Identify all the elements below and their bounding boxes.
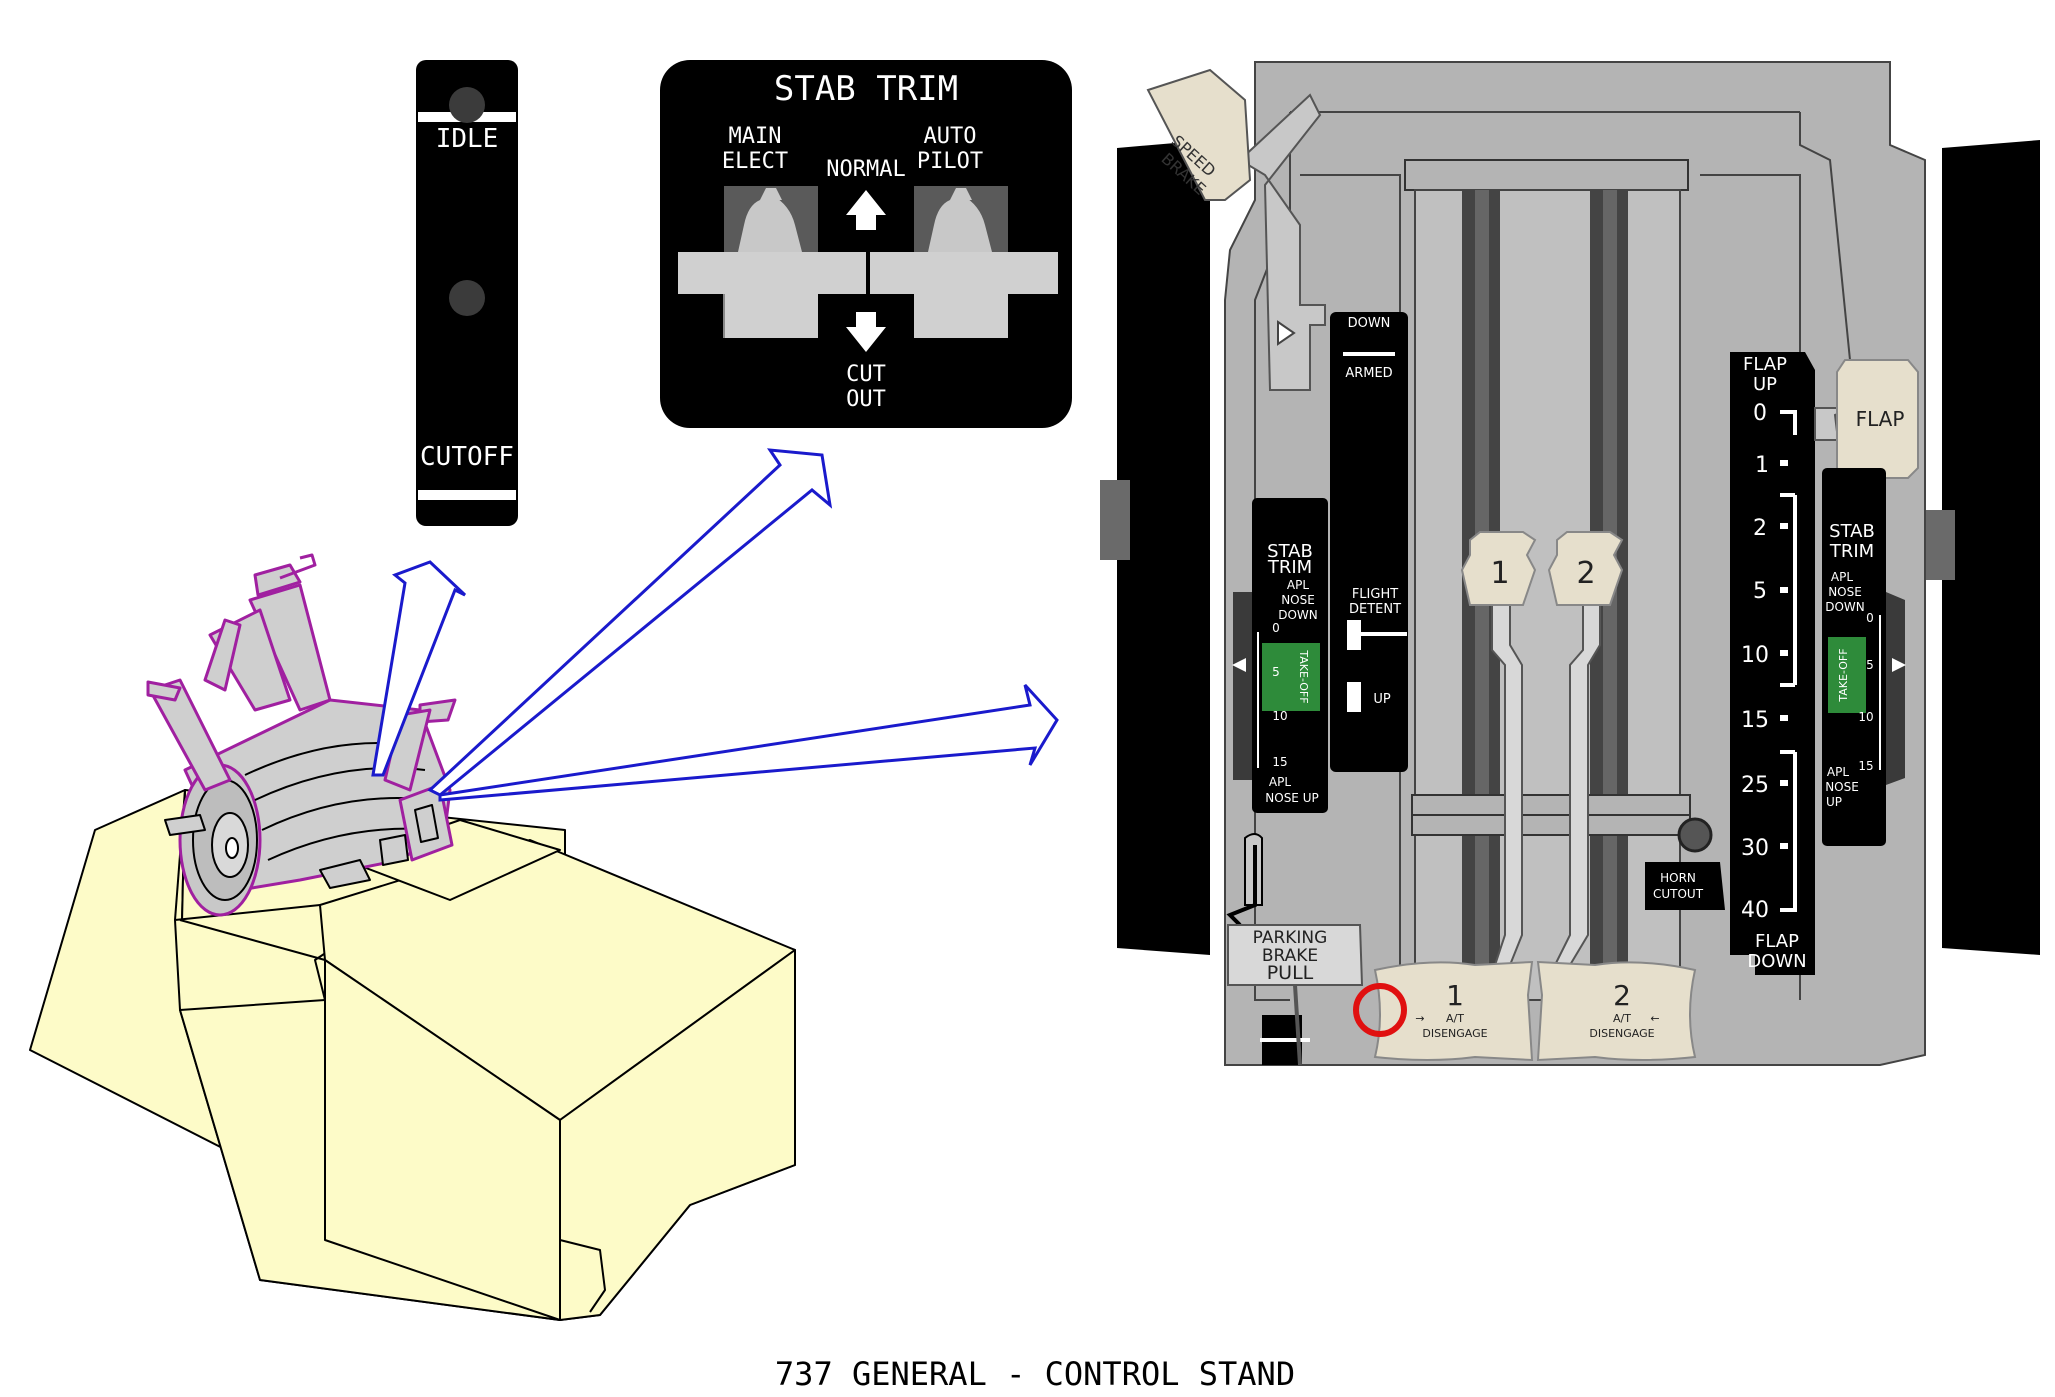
at-2-arrow: ← — [1650, 1012, 1659, 1025]
st-left-nd-3: DOWN — [1278, 608, 1318, 622]
auto-pilot-label-2: PILOT — [917, 149, 983, 174]
flap-detent-40: 40 — [1741, 898, 1769, 923]
stab-trim-title: STAB TRIM — [774, 69, 958, 109]
main-elect-label-1: MAIN — [729, 124, 782, 149]
sb-flight-detent-label-1: FLIGHT — [1352, 587, 1398, 602]
flap-detent-30: 30 — [1741, 836, 1769, 861]
st-left-nd-1: APL — [1287, 578, 1309, 592]
flap-detent-1: 1 — [1755, 453, 1769, 478]
fuel-idle-label: IDLE — [436, 124, 499, 154]
at-1-arrow: → — [1415, 1012, 1424, 1025]
normal-label: NORMAL — [826, 157, 905, 182]
st-left-tick-0: 0 — [1272, 621, 1280, 635]
st-left-nu-2: NOSE UP — [1265, 791, 1318, 805]
st-right-nu-3: UP — [1826, 795, 1842, 809]
at-2-at: A/T — [1613, 1012, 1631, 1025]
st-left-nu-1: APL — [1269, 775, 1291, 789]
flap-detent-10: 10 — [1741, 643, 1769, 668]
flap-detent-0: 0 — [1753, 401, 1767, 426]
fuel-cutoff-label: CUTOFF — [420, 442, 514, 472]
flap-detent-5: 5 — [1753, 579, 1767, 604]
sb-up-label: UP — [1373, 692, 1391, 707]
st-left-tick-15: 15 — [1272, 755, 1287, 769]
st-right-nu-2: NOSE — [1825, 780, 1859, 794]
at-1-number: 1 — [1446, 979, 1464, 1012]
st-right-title-2: TRIM — [1829, 541, 1874, 562]
flap-up-label-1: FLAP — [1743, 354, 1787, 375]
st-left-nd-2: NOSE — [1281, 593, 1315, 607]
st-right-nd-1: APL — [1831, 570, 1853, 584]
st-right-title-1: STAB — [1829, 521, 1875, 542]
st-left-band: TAKE-OFF — [1297, 649, 1310, 703]
st-right-nd-3: DOWN — [1825, 600, 1865, 614]
st-right-tick-5: 5 — [1866, 658, 1874, 672]
thrust-lever-1-label: 1 — [1490, 556, 1509, 591]
st-right-tick-15: 15 — [1858, 759, 1873, 773]
sb-down-label: DOWN — [1348, 316, 1391, 331]
flap-detent-2: 2 — [1753, 516, 1767, 541]
flap-down-label-2: DOWN — [1747, 951, 1806, 972]
st-right-nd-2: NOSE — [1828, 585, 1862, 599]
left-trim-wheel[interactable] — [1117, 140, 1210, 955]
at-2-disengage: DISENGAGE — [1589, 1027, 1654, 1040]
thrust-lever-2-label: 2 — [1576, 556, 1595, 591]
flap-up-label-2: UP — [1753, 374, 1777, 395]
flap-detent-25: 25 — [1741, 773, 1769, 798]
figure-caption: 737 GENERAL - CONTROL STAND — [775, 1355, 1295, 1392]
sb-armed-label: ARMED — [1345, 366, 1392, 381]
sb-flight-detent-label-2: DETENT — [1349, 602, 1401, 617]
st-left-tick-10: 10 — [1272, 709, 1287, 723]
parking-brake-label-1: PARKING — [1253, 928, 1328, 948]
fuel-cutoff-placard: IDLE CUTOFF — [416, 60, 518, 526]
st-left-title-2: TRIM — [1267, 557, 1312, 578]
control-stand: DOWN ARMED FLIGHT DETENT UP SPEED BRAKE … — [1100, 62, 2040, 1065]
st-right-tick-10: 10 — [1858, 710, 1873, 724]
flap-down-label-1: FLAP — [1755, 931, 1799, 952]
at-1-at: A/T — [1446, 1012, 1464, 1025]
parking-brake-label-3: PULL — [1267, 962, 1314, 984]
cut-out-label-1: CUT — [846, 362, 886, 387]
st-left-tick-5: 5 — [1272, 665, 1280, 679]
stab-trim-cutout-panel: STAB TRIM MAIN ELECT AUTO PILOT NORMAL C… — [660, 60, 1072, 428]
horn-cutout-label-1: HORN — [1660, 871, 1696, 885]
st-right-band: TAKE-OFF — [1837, 648, 1850, 702]
at-disengage-knob-2[interactable]: 2 ← A/T DISENGAGE — [1538, 962, 1695, 1060]
main-elect-label-2: ELECT — [722, 149, 788, 174]
center-console-illustration — [30, 790, 795, 1320]
flap-position-scale: FLAP UP FLAP DOWN 0 1 2 5 — [1730, 352, 1815, 975]
auto-pilot-label-1: AUTO — [924, 124, 977, 149]
horn-cutout-label-2: CUTOUT — [1653, 887, 1704, 901]
flap-detent-15: 15 — [1741, 708, 1769, 733]
st-right-tick-0: 0 — [1866, 611, 1874, 625]
at-2-number: 2 — [1613, 979, 1631, 1012]
at-disengage-knob-1[interactable]: 1 → A/T DISENGAGE — [1375, 962, 1532, 1060]
st-right-nu-1: APL — [1827, 765, 1849, 779]
right-trim-wheel[interactable] — [1942, 140, 2040, 955]
cut-out-label-2: OUT — [846, 387, 886, 412]
flap-lever-label: FLAP — [1856, 407, 1905, 431]
at-1-disengage: DISENGAGE — [1422, 1027, 1487, 1040]
